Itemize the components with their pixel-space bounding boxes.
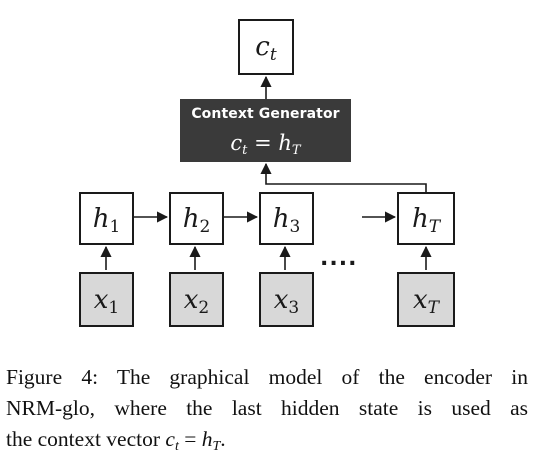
context-generator-block: Context Generator ct = hT [180,99,351,162]
caption-formula: ct = hT [165,427,221,454]
input-node-3: x3 [259,272,314,327]
hidden-state-node-1: h1 [79,192,134,245]
input-node-2: x2 [169,272,224,327]
output-context-node: ct [238,19,294,75]
output-context-symbol: ct [255,32,277,65]
hidden-state-node-2: h2 [169,192,224,245]
figure-caption: Figure 4: The graphical model of the enc… [6,362,528,455]
connector-hT-to-generator [260,162,427,192]
caption-line-1: Figure 4: The graphical model of the enc… [6,365,528,389]
context-generator-title: Context Generator [191,106,340,122]
input-node-1: x1 [79,272,134,327]
caption-line-2: NRM-glo, where the last hidden state is … [6,396,528,420]
input-node-T: xT [397,272,455,327]
context-generator-formula: ct = hT [230,131,301,158]
caption-line-3: the context vector ct = hT. [6,427,226,454]
hidden-state-node-3: h3 [259,192,314,245]
hidden-state-node-T: hT [397,192,455,245]
sequence-ellipsis: .... [320,246,358,271]
